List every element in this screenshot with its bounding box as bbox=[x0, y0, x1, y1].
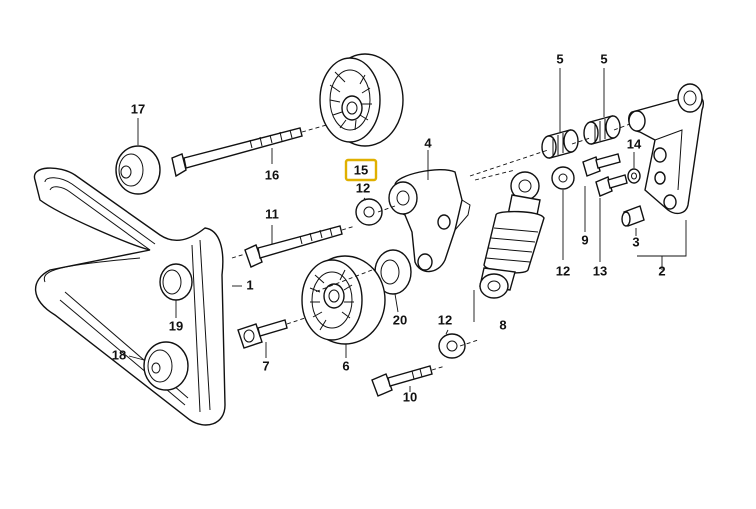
label-8: 8 bbox=[499, 317, 506, 332]
part-7-socket-bolt[interactable] bbox=[237, 317, 306, 349]
label-7: 7 bbox=[262, 358, 269, 373]
part-12-washer-top[interactable] bbox=[355, 198, 383, 226]
label-5-right: 5 bbox=[600, 51, 607, 66]
part-18-cap-large[interactable] bbox=[143, 341, 189, 391]
part-10-bolt[interactable] bbox=[371, 365, 446, 397]
part-5-bushing-left[interactable] bbox=[541, 129, 579, 159]
part-labels: 17 16 15 12 4 5 5 14 11 9 3 12 13 2 1 19… bbox=[112, 51, 666, 404]
label-14: 14 bbox=[627, 136, 642, 151]
label-12-top: 12 bbox=[356, 180, 370, 195]
part-4-tensioner-arm[interactable] bbox=[388, 168, 516, 273]
part-9-bolt[interactable] bbox=[582, 153, 621, 177]
part-12-washer-bottom[interactable] bbox=[438, 333, 466, 359]
label-18: 18 bbox=[112, 347, 126, 362]
part-12-washer-right[interactable] bbox=[551, 166, 575, 190]
assembly-dashes bbox=[314, 123, 631, 347]
label-13: 13 bbox=[593, 263, 607, 278]
label-19: 19 bbox=[169, 318, 183, 333]
part-19-cap-small[interactable] bbox=[159, 263, 193, 301]
label-11: 11 bbox=[265, 206, 279, 221]
label-5-left: 5 bbox=[556, 51, 563, 66]
part-2-bracket[interactable] bbox=[628, 83, 704, 215]
label-1: 1 bbox=[246, 277, 253, 292]
part-5-bushing-right[interactable] bbox=[583, 115, 621, 145]
label-20: 20 bbox=[393, 312, 407, 327]
part-14-washer[interactable] bbox=[627, 168, 641, 184]
label-9: 9 bbox=[581, 232, 588, 247]
part-16-long-bolt[interactable] bbox=[171, 123, 331, 178]
label-12-bottom: 12 bbox=[438, 312, 452, 327]
part-6-idler-pulley-lower[interactable] bbox=[301, 255, 386, 345]
drive-belt[interactable] bbox=[33, 167, 226, 426]
leader-lines bbox=[128, 68, 687, 392]
label-15[interactable]: 15 bbox=[354, 162, 368, 177]
part-3-sleeve[interactable] bbox=[621, 205, 645, 227]
label-4: 4 bbox=[424, 135, 432, 150]
label-16: 16 bbox=[265, 167, 279, 182]
part-8-damper[interactable] bbox=[479, 171, 545, 299]
highlight-box-15 bbox=[344, 158, 378, 182]
label-2: 2 bbox=[658, 263, 665, 278]
part-13-bolt[interactable] bbox=[595, 174, 628, 197]
label-3: 3 bbox=[632, 234, 639, 249]
part-11-bolt[interactable] bbox=[231, 225, 356, 268]
label-6: 6 bbox=[342, 358, 349, 373]
label-12-right: 12 bbox=[556, 263, 570, 278]
part-15-idler-pulley-top[interactable] bbox=[319, 53, 404, 147]
label-17: 17 bbox=[131, 101, 145, 116]
label-10: 10 bbox=[403, 389, 417, 404]
part-17-cap[interactable] bbox=[115, 145, 161, 195]
